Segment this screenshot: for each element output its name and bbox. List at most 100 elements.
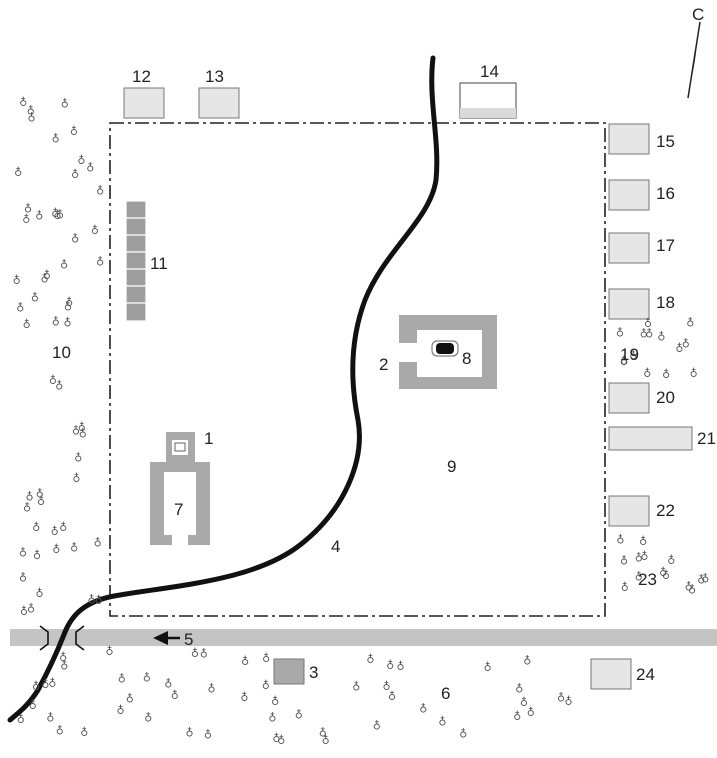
enclosure-2	[399, 315, 497, 389]
tree-icon: ♁	[52, 132, 60, 145]
tree-icon: ♁	[22, 213, 30, 226]
tree-icon: ♁	[523, 654, 531, 667]
tree-icon: ♁	[51, 207, 59, 220]
tree-icon: ♁	[241, 655, 249, 668]
tree-icon: ♁	[639, 535, 647, 548]
building-16	[608, 179, 650, 211]
tree-icon: ♁	[397, 660, 405, 673]
tree-icon: ♁	[659, 566, 667, 579]
tree-icon: ♁	[262, 679, 270, 692]
tree-icon: ♁	[31, 292, 39, 305]
tree-icon: ♁	[520, 696, 528, 709]
building-11	[125, 200, 147, 322]
tree-icon: ♁	[106, 645, 114, 658]
building-complex-1	[150, 432, 210, 545]
building-13	[198, 87, 240, 119]
building-20	[608, 382, 650, 414]
label-20: 20	[656, 388, 675, 407]
direction-arrow-icon	[153, 631, 180, 645]
building-14-shade	[460, 108, 516, 118]
tree-icon: ♁	[60, 259, 68, 272]
tree-icon: ♁	[37, 495, 45, 508]
label-11: 11	[150, 254, 168, 273]
label-15: 15	[656, 132, 675, 151]
label-3: 3	[309, 663, 318, 682]
tree-icon: ♁	[352, 681, 360, 694]
tree-icon: ♁	[191, 647, 199, 660]
tree-icon: ♁	[643, 367, 651, 380]
tree-icon: ♁	[29, 699, 37, 712]
tree-icon: ♁	[144, 712, 152, 725]
tree-icon: ♁	[70, 542, 78, 555]
north-arrow-icon	[687, 20, 701, 99]
tree-icon: ♁	[240, 691, 248, 704]
label-9: 9	[447, 457, 456, 476]
tree-icon: ♁	[52, 316, 60, 329]
tree-icon: ♁	[565, 695, 573, 708]
label-6: 6	[441, 684, 450, 703]
tree-icon: ♁	[19, 546, 27, 559]
tree-icon: ♁	[701, 573, 709, 586]
river	[7, 55, 440, 723]
label-1: 1	[204, 429, 213, 448]
tree-icon: ♁	[41, 273, 49, 286]
tree-icon: ♁	[640, 550, 648, 563]
tree-icon: ♁	[319, 727, 327, 740]
tree-icon: ♁	[64, 317, 72, 330]
tree-icon: ♁	[36, 488, 44, 501]
forest-trees: ♁ ♁ ♁ ♁ ♁ ♁ ♁ ♁ ♁ ♁ ♁ ♁ ♁ ♁ ♁ ♁ ♁ ♁ ♁ ♁ ♁ ♁ ♁ ♁ ♁ ♁ ♁ ♁ ♁ ♁ ♁ ♁ ♁ ♁ ♁ ♁ ♁ ♁ ♁ ♁…	[13, 96, 710, 747]
tree-icon: ♁	[91, 224, 99, 237]
tree-icon: ♁	[74, 451, 82, 464]
tree-icon: ♁	[61, 98, 69, 111]
tree-icon: ♁	[33, 549, 41, 562]
tree-icon: ♁	[697, 573, 705, 586]
tree-icon: ♁	[620, 554, 628, 567]
tree-icon: ♁	[26, 491, 34, 504]
tree-icon: ♁	[484, 661, 492, 674]
tree-icon: ♁	[53, 209, 61, 222]
tree-icon: ♁	[52, 543, 60, 556]
tree-icon: ♁	[645, 327, 653, 340]
tree-icon: ♁	[19, 571, 27, 584]
tree-icon: ♁	[459, 727, 467, 740]
tree-icon: ♁	[17, 713, 25, 726]
tree-icon: ♁	[208, 683, 216, 696]
tree-icon: ♁	[23, 501, 31, 514]
tree-icon: ♁	[64, 301, 72, 314]
tree-icon: ♁	[77, 154, 85, 167]
tree-icon: ♁	[80, 726, 88, 739]
tree-icon: ♁	[621, 581, 629, 594]
tree-icon: ♁	[675, 342, 683, 355]
tree-icon: ♁	[513, 710, 521, 723]
tree-icon: ♁	[690, 367, 698, 380]
tree-icon: ♁	[51, 525, 59, 538]
label-24: 24	[636, 665, 655, 684]
tree-icon: ♁	[383, 680, 391, 693]
bridge-icon	[39, 625, 85, 651]
tree-icon: ♁	[640, 328, 648, 341]
label-17: 17	[656, 236, 675, 255]
label-2: 2	[379, 355, 388, 374]
tree-icon: ♁	[43, 269, 51, 282]
tree-icon: ♁	[96, 256, 104, 269]
label-8: 8	[462, 349, 471, 368]
object-8	[431, 340, 459, 357]
tree-icon: ♁	[72, 472, 80, 485]
tree-icon: ♁	[527, 706, 535, 719]
tree-icon: ♁	[32, 680, 40, 693]
tree-icon: ♁	[35, 209, 43, 222]
tree-icon: ♁	[14, 166, 22, 179]
tree-icon: ♁	[32, 521, 40, 534]
tree-icon: ♁	[71, 168, 79, 181]
tree-icon: ♁	[635, 551, 643, 564]
tree-icon: ♁	[366, 653, 374, 666]
label-4: 4	[331, 537, 340, 556]
tree-icon: ♁	[79, 428, 87, 441]
label-13: 13	[205, 67, 224, 86]
tree-icon: ♁	[322, 734, 330, 747]
site-boundary	[109, 122, 606, 617]
tree-icon: ♁	[56, 724, 64, 737]
tree-icon: ♁	[59, 651, 67, 664]
label-7: 7	[174, 500, 183, 519]
